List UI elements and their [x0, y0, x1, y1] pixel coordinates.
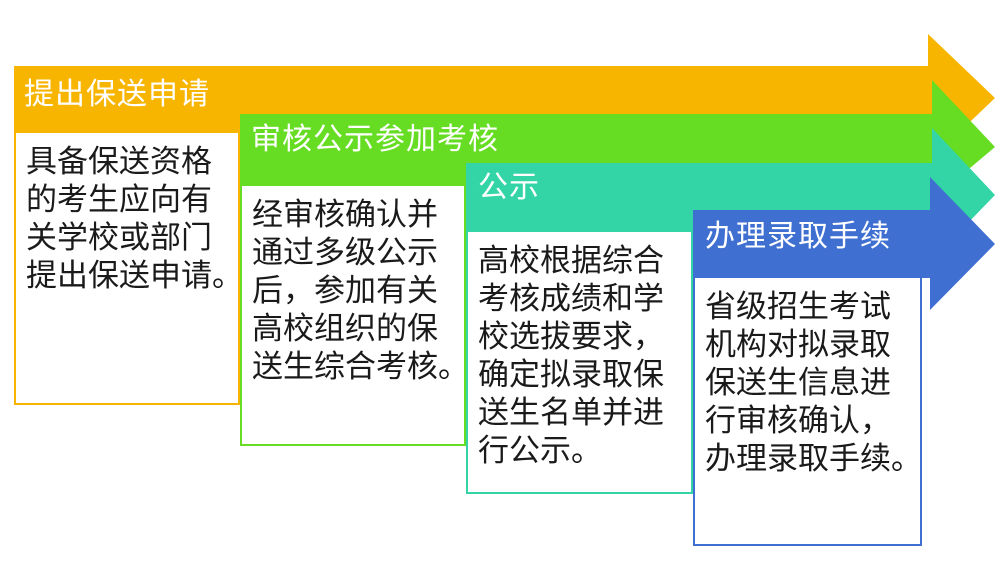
step4-line: 保送生信息进: [705, 365, 891, 401]
step3-card: 高校根据综合 考核成绩和学 校选拔要求， 确定拟录取保 送生名单并进 行公示。: [466, 232, 693, 494]
step2-line: 通过多级公示: [252, 235, 438, 271]
step3-line: 行公示。: [478, 433, 602, 469]
step4-line: 省级招生考试: [705, 289, 891, 325]
step2-line: 高校组织的保: [252, 311, 438, 347]
step3-line: 送生名单并进: [478, 395, 664, 431]
step1-line: 的考生应向有: [26, 182, 212, 218]
step1-line: 具备保送资格: [26, 144, 212, 180]
step3-line: 考核成绩和学: [478, 281, 664, 317]
step4-line: 机构对拟录取: [705, 327, 891, 363]
step1-card: 具备保送资格 的考生应向有 关学校或部门 提出保送申请。: [14, 133, 243, 405]
step3-line: 校选拔要求，: [478, 319, 664, 355]
step2-card: 经审核确认并 通过多级公示 后，参加有关 高校组织的保 送生综合考核。: [240, 186, 469, 446]
step2-line: 送生综合考核。: [252, 349, 469, 385]
step3-line: 高校根据综合: [478, 243, 664, 279]
step1-line: 关学校或部门: [26, 220, 212, 256]
step3-line: 确定拟录取保: [478, 357, 664, 393]
step2-line: 后，参加有关: [252, 273, 438, 309]
step3-title: 公示: [478, 170, 540, 205]
step1-line: 提出保送申请。: [26, 258, 243, 294]
step2-line: 经审核确认并: [252, 197, 438, 233]
step4-card: 省级招生考试 机构对拟录取 保送生信息进 行审核确认， 办理录取手续。: [693, 278, 922, 546]
step4-arrow: [693, 177, 995, 310]
step4-line: 办理录取手续。: [705, 441, 922, 477]
step4-title: 办理录取手续: [705, 219, 891, 254]
step2-title: 审核公示参加考核: [251, 122, 499, 157]
step1-title: 提出保送申请: [24, 77, 210, 112]
step4-line: 行审核确认，: [705, 403, 891, 439]
